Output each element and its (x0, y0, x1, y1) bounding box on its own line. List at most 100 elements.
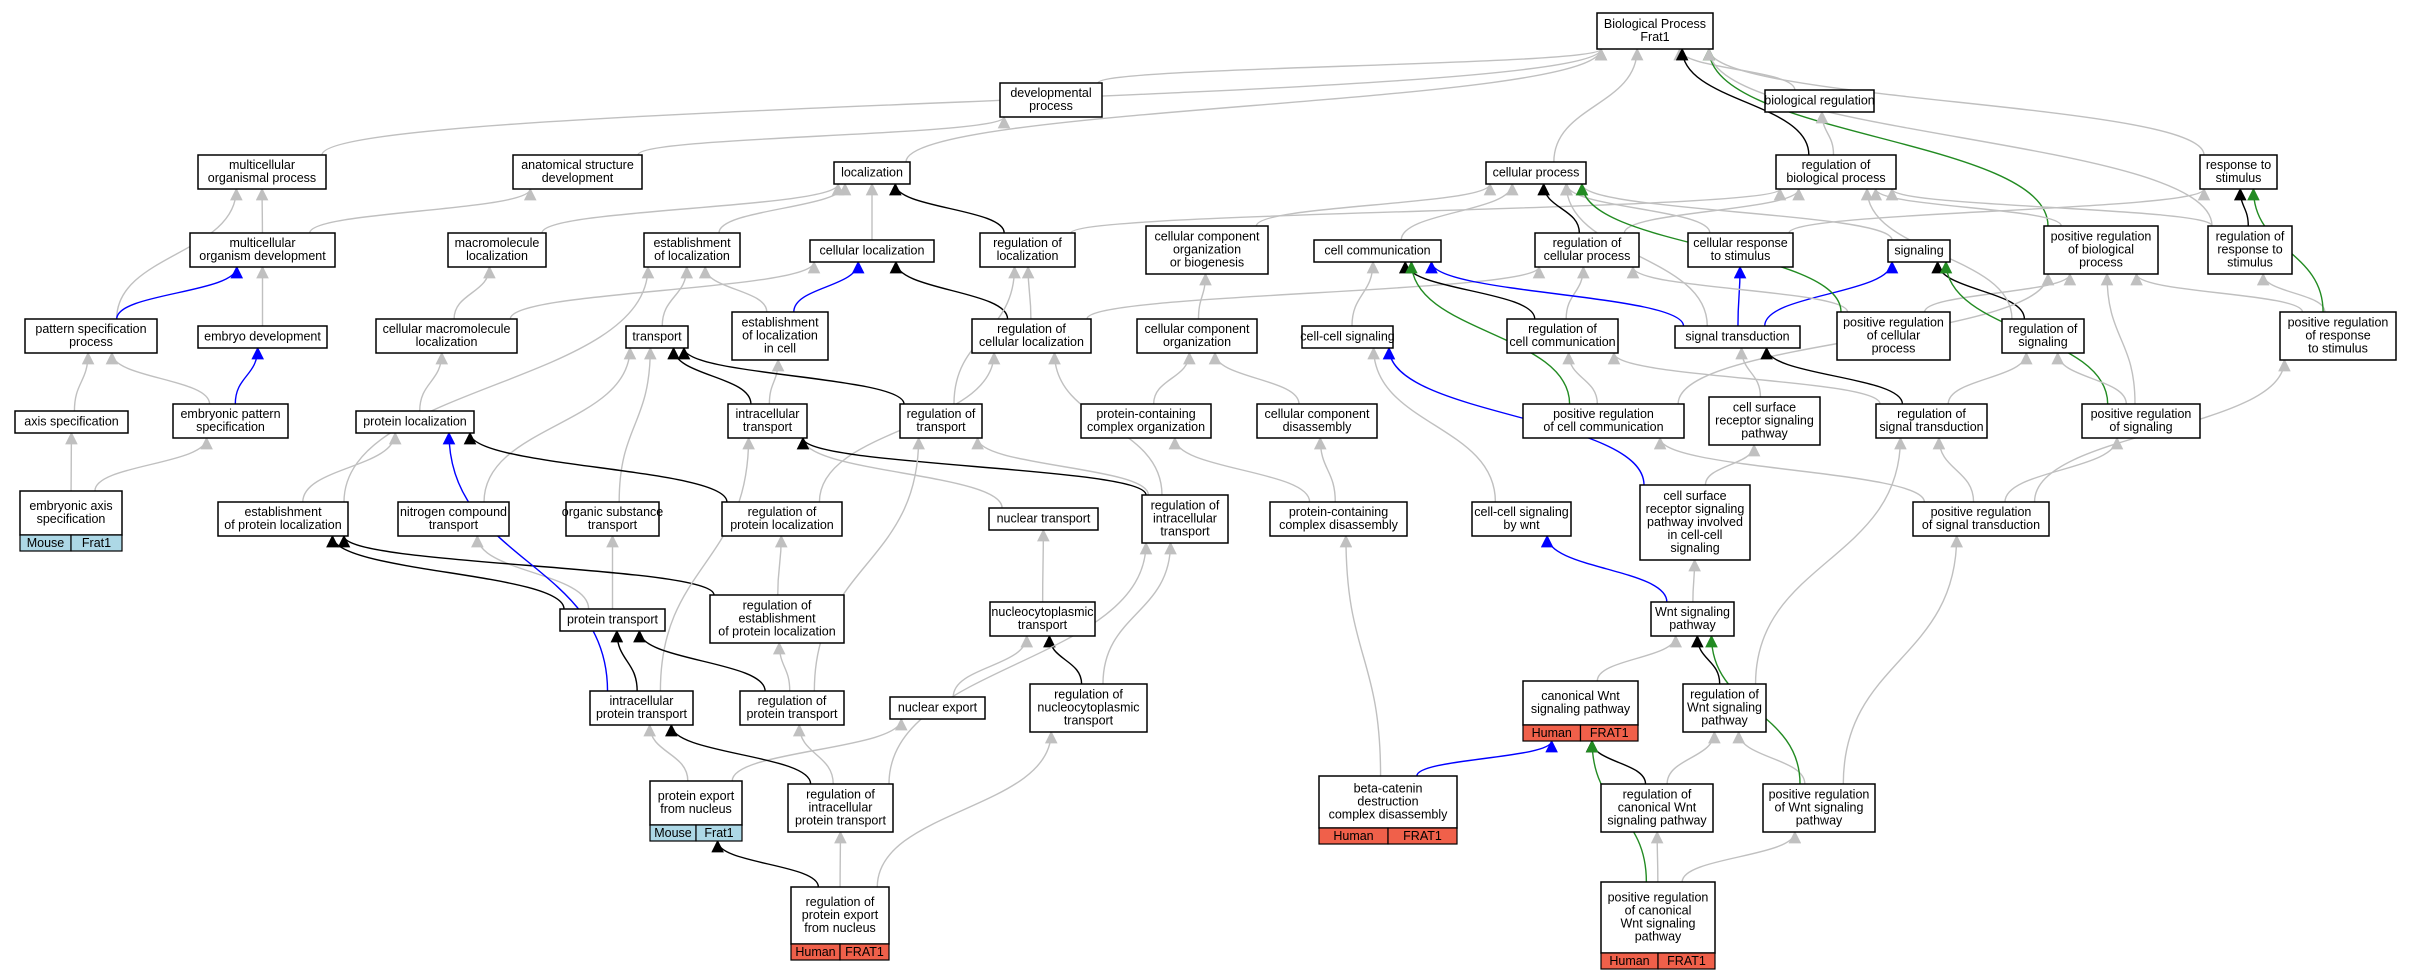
term-node-box (1080, 403, 1212, 439)
term-label-line: complex disassembly (1329, 808, 1449, 822)
term-label-line: multicellular (229, 158, 295, 172)
term-node-cl[interactable]: cellular localization (809, 239, 935, 263)
term-node-ne[interactable]: nuclear export (889, 696, 986, 720)
term-node-tr[interactable]: transport (625, 325, 689, 349)
term-node-st[interactable]: signal transduction (1674, 325, 1801, 349)
term-node-as[interactable]: axis specification (14, 410, 129, 434)
term-label-line: signaling (2018, 335, 2067, 349)
term-node-ccs[interactable]: cell-cell signaling (1300, 325, 1395, 349)
edge-mop-to-bp (321, 47, 1608, 156)
term-node-box (1318, 775, 1458, 829)
term-node-sig[interactable]: signaling (1887, 239, 1951, 263)
term-node-cc[interactable]: cell communication (1313, 239, 1442, 263)
term-label-line: regulation of (806, 895, 875, 909)
term-label-line: regulation of (2216, 230, 2285, 244)
term-node-pt[interactable]: protein transport (559, 608, 666, 632)
term-node-box (1301, 325, 1394, 349)
term-node-box (809, 239, 935, 263)
term-node-box (1600, 881, 1716, 954)
edge-ccob-to-cp (1255, 182, 1497, 227)
edge-ript-to-ipt (665, 723, 812, 785)
species-gene-tag: FRAT1 (1387, 827, 1458, 845)
term-node-breg[interactable]: biological regulation (1764, 89, 1875, 113)
edge-eol-to-loc (718, 182, 852, 234)
term-node-box (979, 232, 1076, 268)
edge-rcc-to-rcp (1565, 265, 1590, 320)
term-label-line: regulation of (1897, 407, 1966, 421)
term-node-cp[interactable]: cellular process (1485, 161, 1587, 185)
term-label-line: pathway (1701, 714, 1748, 728)
term-node-pl[interactable]: protein localization (355, 410, 475, 434)
term-node-nt[interactable]: nuclear transport (988, 507, 1099, 531)
term-label-line: regulation of (2009, 322, 2078, 336)
term-label-line: transport (743, 420, 793, 434)
term-node-box (1471, 501, 1572, 537)
term-label-line: complex disassembly (1279, 518, 1399, 532)
term-node-ed[interactable]: embryo development (197, 325, 328, 349)
term-label-line: stimulus (2216, 171, 2262, 185)
edge-psp-to-mop (115, 187, 243, 320)
edge-eps-to-psp (105, 351, 211, 405)
term-node-loc[interactable]: localization (833, 161, 911, 185)
term-node-box (375, 318, 518, 354)
